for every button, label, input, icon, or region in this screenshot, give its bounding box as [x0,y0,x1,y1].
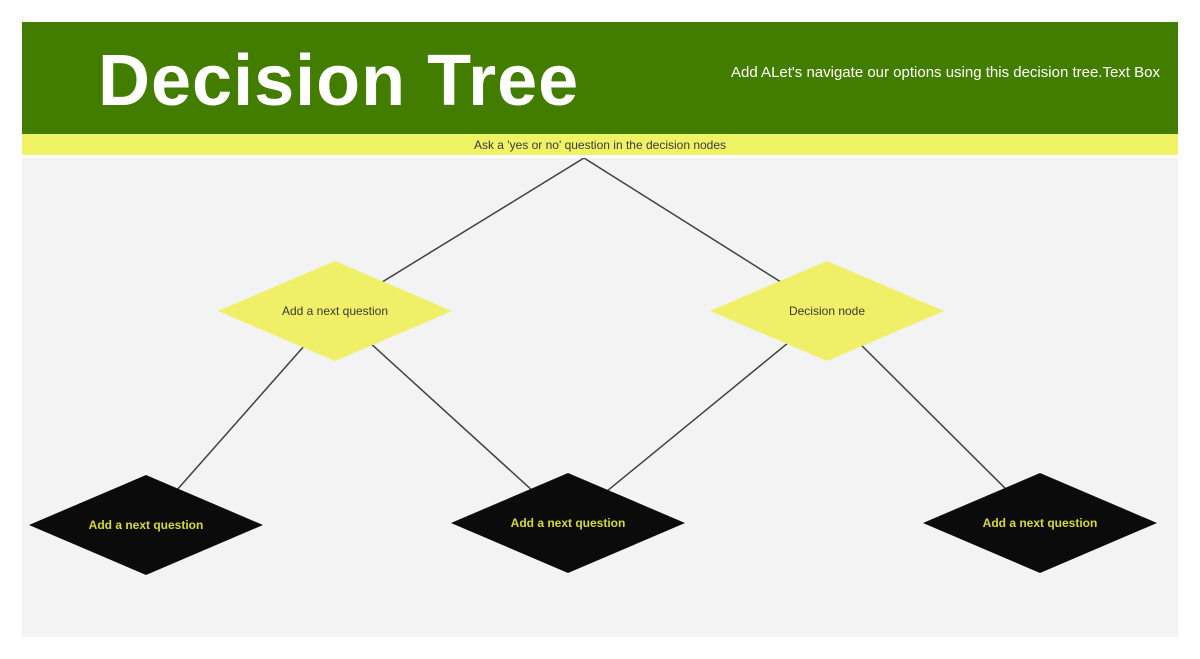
header-subtitle-text[interactable]: Add ALet's navigate our options using th… [731,64,1160,81]
leaf-node-middle-label: Add a next question [510,516,626,530]
edge-right-decision-to-right-leaf [826,310,1041,524]
edge-left-decision-to-middle-leaf [334,310,569,524]
diagram-canvas: Add a next question Decision node Add a … [22,158,1178,637]
instruction-bar: Ask a 'yes or no' question in the decisi… [22,134,1178,155]
page-title[interactable]: Decision Tree [98,40,580,121]
edge-right-decision-to-middle-leaf [567,310,828,524]
tree-connectors [145,158,1041,526]
leaf-node-right-label: Add a next question [982,516,1098,530]
decision-node-left-label: Add a next question [281,304,389,318]
decision-node-right-label: Decision node [788,304,866,318]
leaf-node-left-label: Add a next question [88,518,204,532]
header-banner: Decision Tree Add ALet's navigate our op… [22,22,1178,134]
instruction-text[interactable]: Ask a 'yes or no' question in the decisi… [473,137,727,152]
